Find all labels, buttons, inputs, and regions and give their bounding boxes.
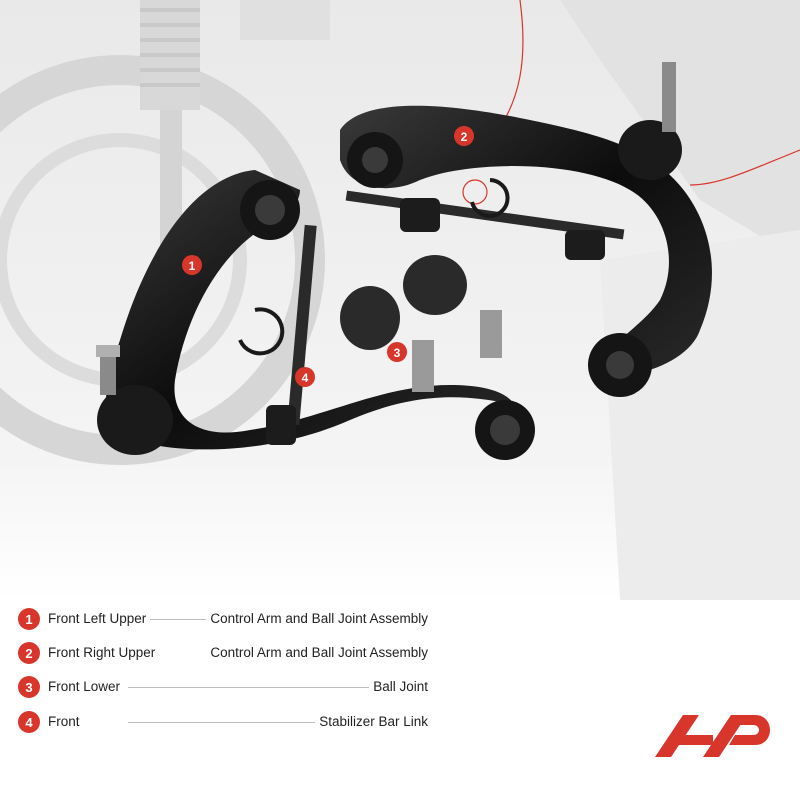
svg-text:4: 4 <box>302 371 309 385</box>
legend-right-label: Control Arm and Ball Joint Assembly <box>206 611 428 626</box>
svg-text:3: 3 <box>394 346 401 360</box>
legend-left-label: Front Right Upper <box>48 645 160 660</box>
legend-badge: 4 <box>18 711 40 733</box>
callout-badge-2: 2 <box>454 126 474 146</box>
legend-right-label: Stabilizer Bar Link <box>315 714 428 729</box>
legend-left-label: Front Lower <box>48 679 125 694</box>
right-control-arm <box>340 62 712 397</box>
left-control-arm <box>96 170 535 460</box>
product-photo: 1 2 3 4 <box>0 0 800 600</box>
legend-item-4: 4 Front Stabilizer Bar Link <box>18 711 438 735</box>
legend-badge: 2 <box>18 642 40 664</box>
lower-ball-joints <box>340 255 502 392</box>
svg-text:2: 2 <box>461 130 468 144</box>
callout-badge-3: 3 <box>387 342 407 362</box>
legend-right-label: Ball Joint <box>369 679 428 694</box>
legend-right-label: Control Arm and Ball Joint Assembly <box>206 645 428 660</box>
leader-line <box>128 687 378 688</box>
legend-item-3: 3 Front Lower Ball Joint <box>18 676 438 700</box>
svg-text:1: 1 <box>189 259 196 273</box>
legend-item-1: 1 Front Left Upper Control Arm and Ball … <box>18 608 438 632</box>
legend-badge: 3 <box>18 676 40 698</box>
brand-logo-icon <box>655 715 770 757</box>
callout-badge-4: 4 <box>295 367 315 387</box>
legend-left-label: Front <box>48 714 84 729</box>
snap-rings <box>238 178 510 356</box>
leader-line <box>128 722 378 723</box>
legend-item-2: 2 Front Right Upper Control Arm and Ball… <box>18 642 438 666</box>
legend-left-label: Front Left Upper <box>48 611 151 626</box>
callout-badge-1: 1 <box>182 255 202 275</box>
legend-badge: 1 <box>18 608 40 630</box>
